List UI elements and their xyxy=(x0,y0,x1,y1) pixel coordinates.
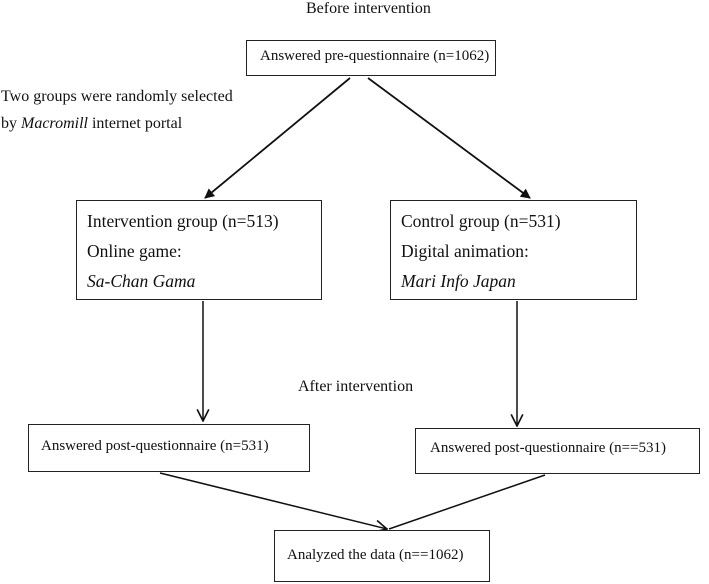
arrow-pre-to-intervention xyxy=(204,77,351,199)
intervention-group-name: Sa-Chan Gama xyxy=(87,271,196,291)
post-questionnaire-left-text: Answered post-questionnaire (n=531) xyxy=(41,438,269,454)
pre-questionnaire-box: Answered pre-questionnaire (n=1062) xyxy=(246,40,496,76)
randomization-note-suffix: internet portal xyxy=(87,115,183,132)
control-group-name: Mari Info Japan xyxy=(401,271,516,291)
arrow-post-left-to-final xyxy=(159,472,387,529)
analyzed-data-text: Analyzed the data (n==1062) xyxy=(287,547,464,563)
intervention-group-subtitle: Online game: xyxy=(87,241,182,261)
randomization-note-line1: Two groups were randomly selected xyxy=(1,88,233,105)
intervention-group-title: Intervention group (n=513) xyxy=(87,211,279,231)
arrow-post-right-to-final xyxy=(388,474,546,530)
pre-questionnaire-text: Answered pre-questionnaire (n=1062) xyxy=(260,48,490,64)
control-group-title: Control group (n=531) xyxy=(401,211,561,231)
post-questionnaire-right-text: Answered post-questionnaire (n==531) xyxy=(430,440,667,456)
control-group-box: Control group (n=531) Digital animation:… xyxy=(390,200,637,300)
post-questionnaire-right-box: Answered post-questionnaire (n==531) xyxy=(415,428,700,474)
arrow-pre-to-control xyxy=(367,77,531,199)
analyzed-data-box: Analyzed the data (n==1062) xyxy=(274,530,490,582)
control-group-subtitle: Digital animation: xyxy=(401,241,529,261)
randomization-note-prefix: by xyxy=(1,115,21,132)
randomization-note-line2: by Macromill internet portal xyxy=(1,114,182,134)
randomization-note-italic: Macromill xyxy=(21,115,88,132)
intervention-group-box: Intervention group (n=513) Online game: … xyxy=(76,200,322,300)
before-intervention-label: Before intervention xyxy=(306,0,431,17)
post-questionnaire-left-box: Answered post-questionnaire (n=531) xyxy=(28,424,310,472)
after-intervention-label: After intervention xyxy=(298,378,414,395)
